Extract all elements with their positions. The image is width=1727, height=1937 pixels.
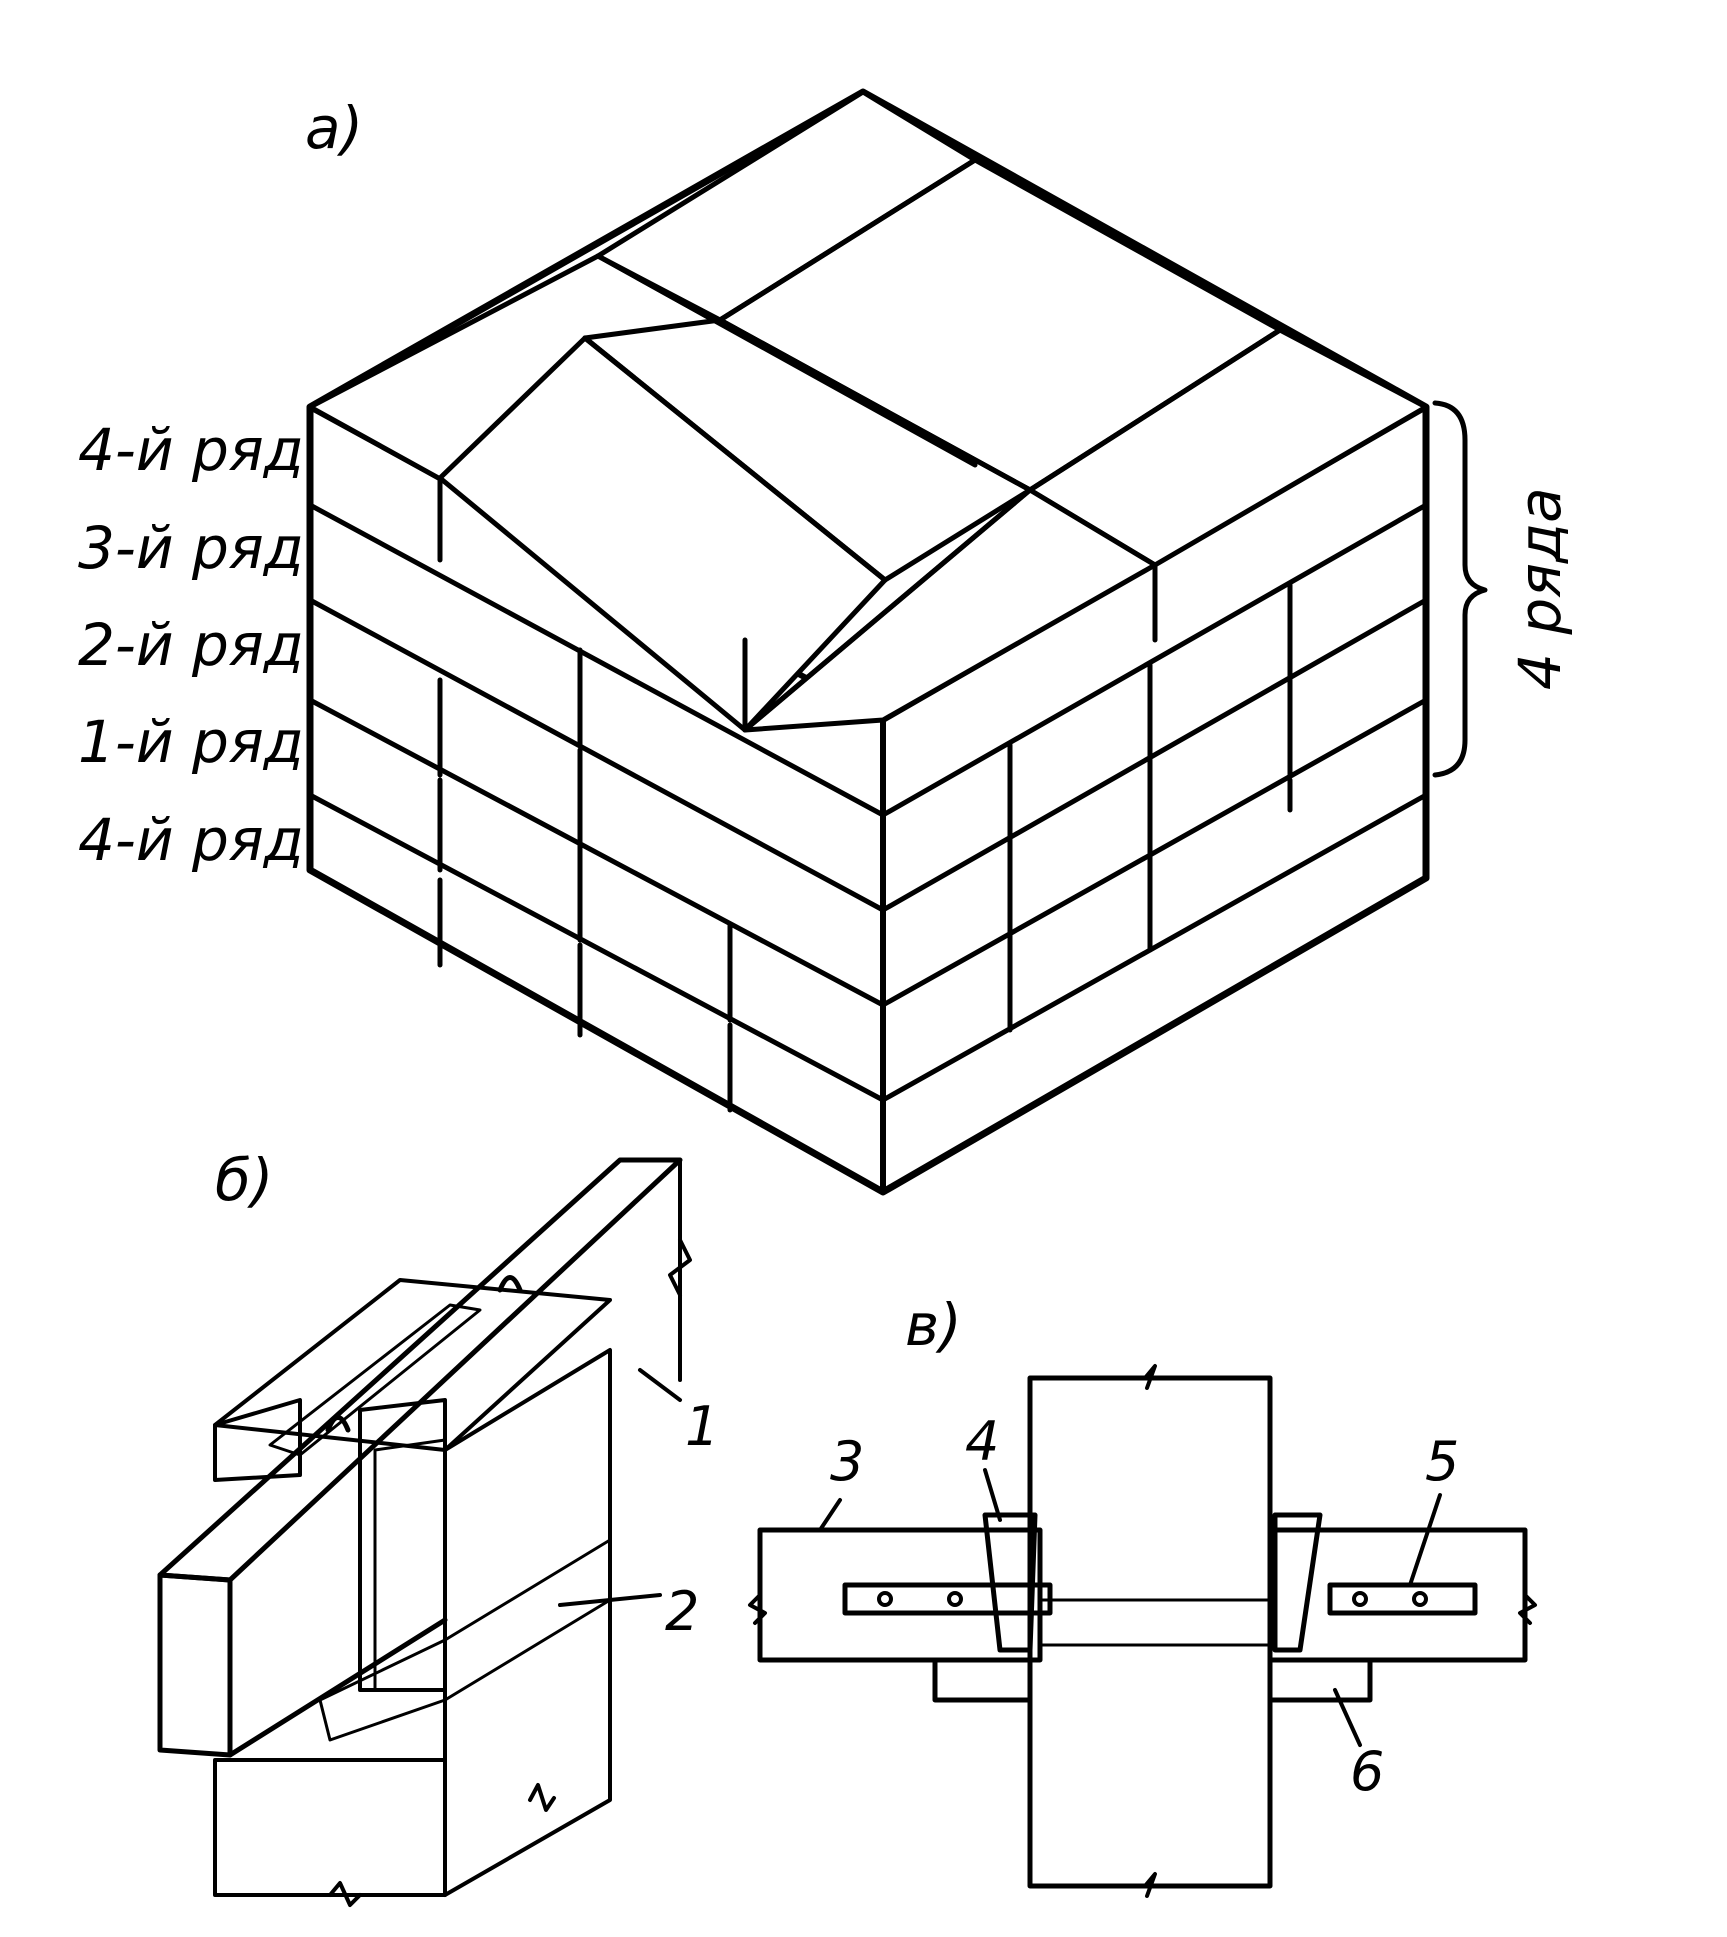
insulation-top — [268, 1303, 482, 1457]
callouts-v: 3 4 5 6 — [818, 1410, 1459, 1803]
row-label-5: 4-й ряд — [78, 806, 304, 874]
insulation-cavity — [358, 1398, 447, 1692]
wall-left-upper — [213, 1398, 302, 1482]
insulation-layer — [443, 1538, 612, 1702]
brace-label: 4 ряда — [1506, 487, 1574, 690]
top-course-bricks — [307, 89, 1429, 733]
wall-side-face — [443, 1348, 612, 1897]
support-pad-left — [932, 1657, 1033, 1703]
row-labels: 4-й ряд 3-й ряд 2-й ряд 1-й ряд 4-й ряд — [78, 416, 304, 874]
callout-6: 6 — [1350, 1740, 1384, 1803]
wall-drawing — [157, 1157, 692, 1907]
wedge-left — [982, 1512, 1038, 1653]
wall-base-front — [213, 1758, 447, 1897]
row-label-3: 2-й ряд — [78, 611, 304, 679]
beam-end-section — [157, 1572, 233, 1758]
brick-pier-drawing — [306, 88, 1430, 1196]
callouts-b: 1 2 — [558, 1368, 719, 1643]
insulation-floor — [318, 1638, 447, 1742]
beam-top — [157, 1157, 683, 1583]
row-label-4: 1-й ряд — [78, 708, 304, 776]
wall-top-surface — [213, 1278, 612, 1452]
anchor-right — [1327, 1582, 1478, 1616]
left-face-joints — [437, 647, 733, 1113]
panel-a-label: а) — [305, 94, 363, 162]
row-label-2: 3-й ряд — [78, 514, 304, 582]
panel-b-label: б) — [215, 1146, 273, 1214]
wedge-right — [1272, 1512, 1323, 1653]
left-face-courses — [307, 502, 886, 1103]
callout-3: 3 — [830, 1430, 864, 1493]
row-label-1: 4-й ряд — [78, 416, 304, 484]
callout-2: 2 — [665, 1580, 699, 1643]
right-face-joints — [1007, 582, 1293, 1033]
support-pad-right — [1267, 1657, 1373, 1703]
brace — [1432, 400, 1488, 778]
beam-support-section — [748, 1364, 1537, 1898]
callout-5: 5 — [1425, 1430, 1459, 1493]
wall-section — [1027, 1375, 1273, 1889]
callout-1: 1 — [685, 1395, 719, 1458]
right-face-courses — [880, 502, 1429, 1103]
callout-4: 4 — [965, 1410, 999, 1473]
panel-v-label: в) — [905, 1291, 962, 1359]
